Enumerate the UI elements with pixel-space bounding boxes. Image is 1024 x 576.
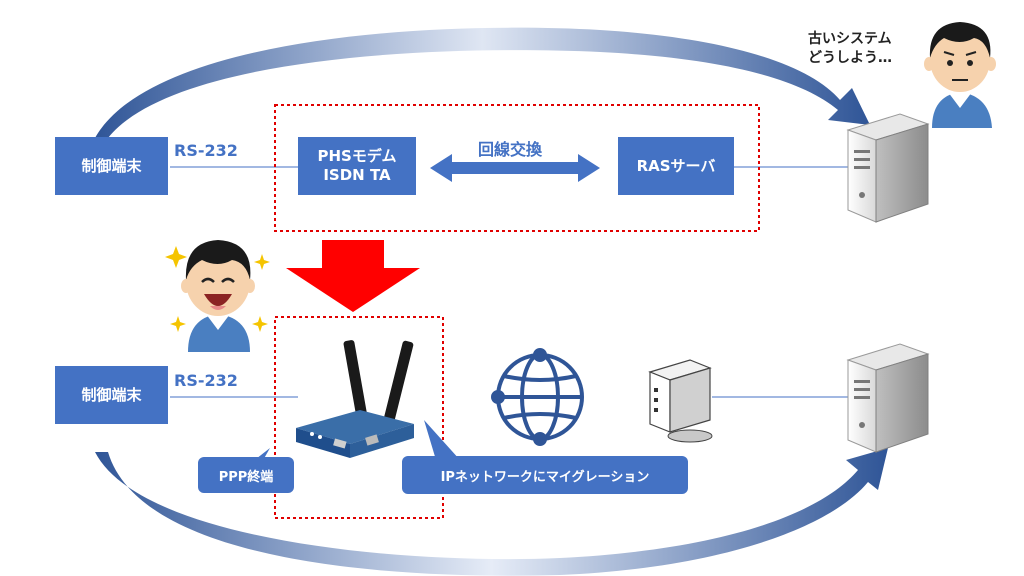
bottom-terminal-box: 制御端末 xyxy=(55,366,168,424)
server-icon-top xyxy=(846,113,930,223)
bottom-rs232-label: RS-232 xyxy=(174,371,238,390)
ras-server-label: RASサーバ xyxy=(636,156,716,175)
migration-bubble: IPネットワークにマイグレーション xyxy=(402,456,688,494)
top-terminal-label: 制御端末 xyxy=(81,156,142,175)
double-arrow xyxy=(430,154,600,182)
server-icon-bottom xyxy=(846,343,930,453)
globe-network-icon xyxy=(491,348,584,446)
migration-bubble-tail xyxy=(424,420,460,460)
ras-server-box: RASサーバ xyxy=(618,137,734,195)
top-rs232-label: RS-232 xyxy=(174,141,238,160)
ppp-label: PPP終端 xyxy=(218,469,274,485)
worried-speech: 古いシステム どうしよう… xyxy=(808,30,892,68)
bottom-terminal-label: 制御端末 xyxy=(81,385,142,404)
modem-label-line1: PHSモデム xyxy=(317,147,397,165)
ppp-bubble: PPP終端 xyxy=(198,457,294,493)
top-curved-arrow xyxy=(95,27,870,138)
modem-device-icon xyxy=(296,340,414,458)
modem-box: PHSモデム ISDN TA xyxy=(298,137,416,195)
bottom-curved-arrow xyxy=(95,448,888,576)
transition-arrow xyxy=(286,240,420,312)
happy-person-icon xyxy=(165,240,270,352)
migration-label: IPネットワークにマイグレーション xyxy=(440,469,650,485)
speech-line-1: 古いシステム xyxy=(808,31,892,47)
top-terminal-box: 制御端末 xyxy=(55,137,168,195)
bottom-dashed-group xyxy=(274,316,444,519)
router-icon xyxy=(648,359,713,443)
worried-person-icon xyxy=(924,22,996,128)
top-dashed-group xyxy=(274,104,760,232)
speech-line-2: どうしよう… xyxy=(808,50,892,66)
modem-label-line2: ISDN TA xyxy=(323,166,391,184)
switching-label: 回線交換 xyxy=(478,140,543,159)
